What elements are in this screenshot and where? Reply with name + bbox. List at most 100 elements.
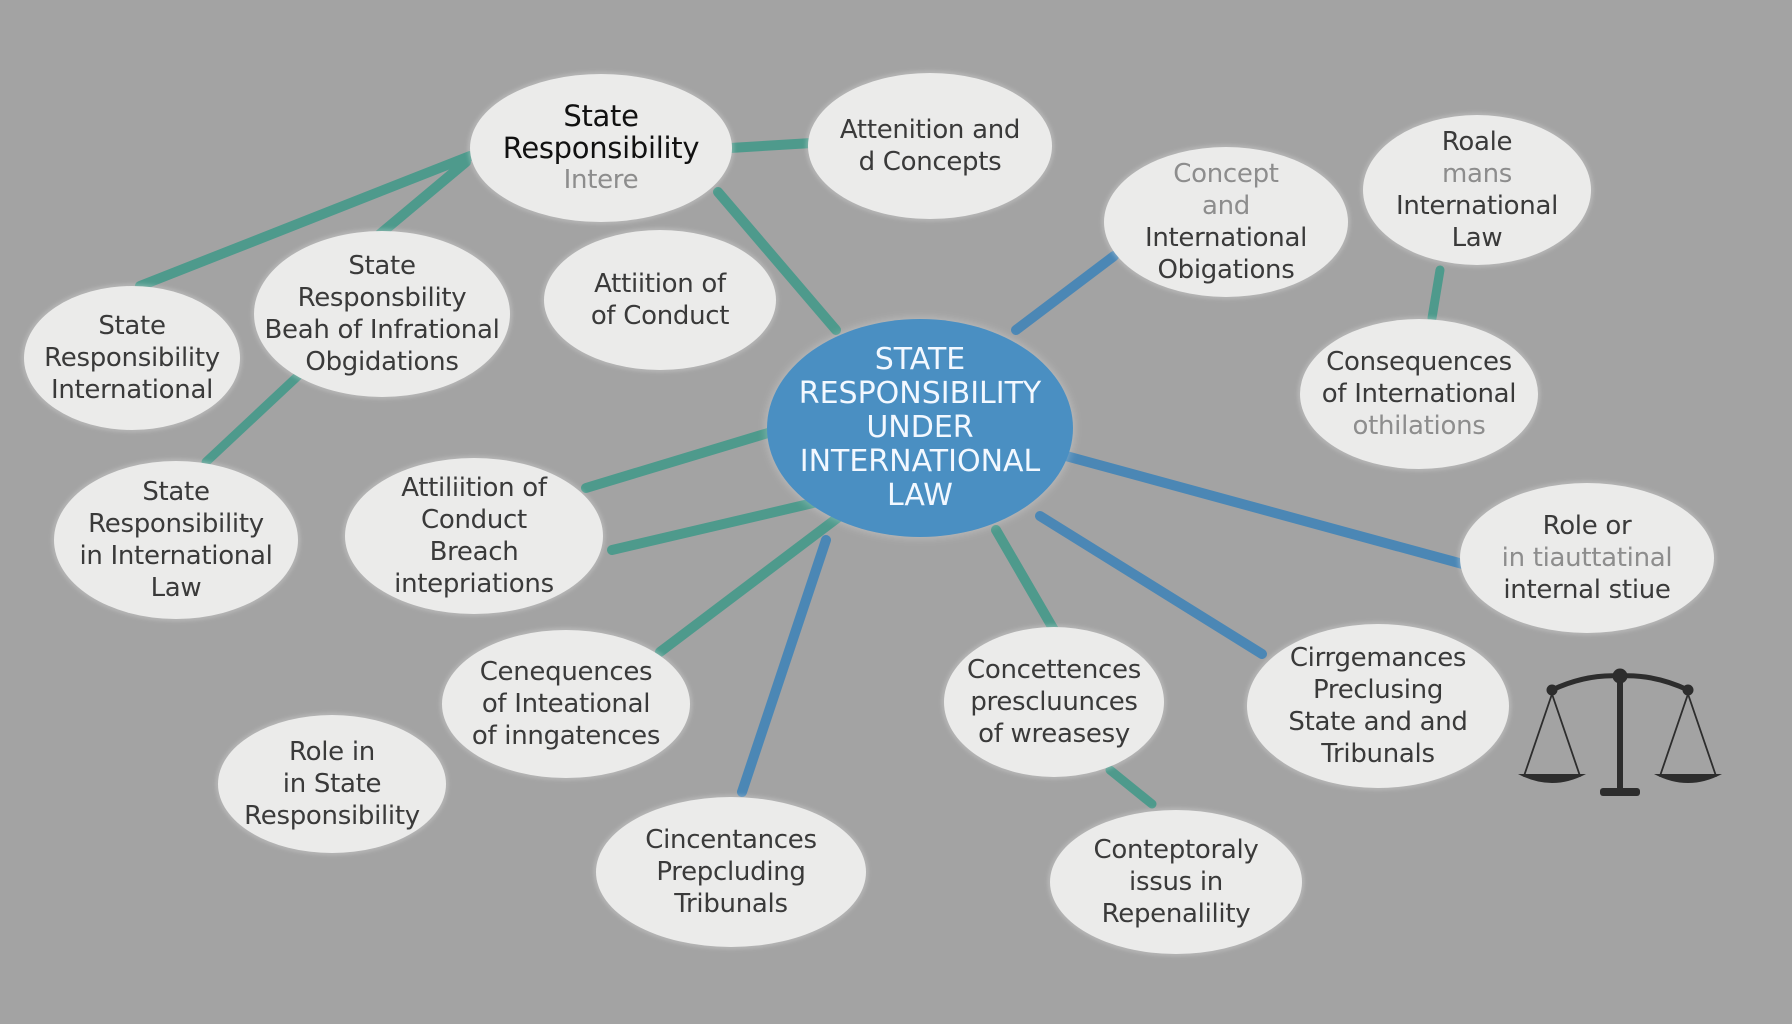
node-label-line: Concept	[1173, 159, 1279, 189]
node-label: Concettences prescluunces of wreasesy	[967, 654, 1141, 750]
node-role-or-internal[interactable]: Role or in tiauttatinal internal stiue	[1460, 483, 1714, 633]
node-label-line: International	[50, 375, 214, 405]
node-label-line: mans	[1441, 159, 1513, 189]
node-label-line: Intere	[563, 165, 639, 195]
node-label-line: Roale	[1441, 127, 1513, 157]
node-roale-mans-international-law[interactable]: Roale mans International Law	[1363, 115, 1591, 265]
node-label-line: State	[563, 99, 639, 133]
node-label-line: in International	[79, 541, 273, 571]
node-label: State Responsibility Intere	[502, 99, 700, 196]
node-label-line: in State	[282, 769, 382, 799]
node-label: Consequences of International othilation…	[1322, 346, 1517, 442]
node-label-line: State	[348, 251, 416, 281]
node-label: Attiliition of Conduct Breach intepriati…	[394, 472, 554, 600]
node-cirrgemances-preclusing[interactable]: Cirrgemances Preclusing State and and Tr…	[1247, 624, 1509, 788]
node-role-in-state-responsibility[interactable]: Role in in State Responsibility	[218, 715, 446, 853]
connector-line	[737, 535, 831, 797]
connector-line	[607, 495, 831, 555]
node-label-line: Law	[150, 573, 202, 603]
node-label-line: d Concepts	[858, 147, 1002, 177]
central-topic-node[interactable]: STATE RESPONSIBILITY UNDER INTERNATIONAL…	[767, 319, 1073, 537]
node-concept-international-obligations[interactable]: Concept and International Obigations	[1104, 147, 1348, 297]
connector-line	[725, 138, 817, 153]
node-label-line: Prepcluding	[656, 857, 806, 887]
node-label-line: Breach	[429, 537, 519, 567]
connector-line	[655, 511, 845, 657]
node-label-line: Role or	[1542, 511, 1632, 541]
node-label-line: issus in	[1129, 867, 1223, 897]
node-label-line: International	[1395, 191, 1559, 221]
node-label-line: Responsibility	[88, 509, 264, 539]
node-state-responsibility-breach[interactable]: State Responsbility Beah of Infrational …	[254, 231, 510, 397]
node-label: Concept and International Obigations	[1145, 158, 1307, 286]
node-cincentances-prepcluding-tribunals[interactable]: Cincentances Prepcluding Tribunals	[596, 797, 866, 947]
node-label: State Responsibility in International La…	[79, 476, 272, 604]
node-label-line: and	[1201, 191, 1250, 221]
node-label-line: Cenequences	[479, 657, 653, 687]
node-conteptoraly-issus[interactable]: Conteptoraly issus in Repenalility	[1050, 810, 1302, 954]
connector-line	[991, 525, 1059, 635]
connector-line	[1011, 251, 1119, 335]
node-cenequences-of-inteational[interactable]: Cenequences of Inteational of inngatence…	[442, 630, 690, 778]
node-label-line: Beah of Infrational	[264, 315, 500, 345]
node-label-line: of Inteational	[481, 689, 651, 719]
node-label-line: State and and	[1288, 707, 1468, 737]
node-label-line: Obigations	[1157, 255, 1295, 285]
connector-line	[713, 187, 841, 335]
node-label-line: Responsibility	[244, 801, 420, 831]
node-attenition-and-concepts[interactable]: Attenition and d Concepts	[808, 73, 1052, 219]
node-label-line: State	[98, 311, 166, 341]
node-attiliition-of-conduct-breach[interactable]: Attiliition of Conduct Breach intepriati…	[345, 458, 603, 614]
node-label-line: Tribunals	[1321, 739, 1435, 769]
node-label-line: Responsibility	[502, 131, 700, 165]
node-label-line: intepriations	[394, 569, 554, 599]
node-label-line: internal stiue	[1503, 575, 1671, 605]
node-label-line: of wreasesy	[978, 719, 1130, 749]
central-topic-label: STATE RESPONSIBILITY UNDER INTERNATIONAL…	[799, 343, 1042, 513]
connector-line	[1105, 765, 1157, 809]
node-label-line: in tiauttatinal	[1501, 543, 1673, 573]
node-state-responsibility-intere[interactable]: State Responsibility Intere	[470, 74, 732, 222]
node-label-line: Responsbility	[297, 283, 467, 313]
node-label-line: Obgidations	[305, 347, 459, 377]
node-label-line: of inngatences	[471, 721, 661, 751]
node-state-responsibility-international[interactable]: State Responsibility International	[24, 286, 240, 430]
node-label-line: Concettences	[967, 655, 1141, 685]
connector-line	[201, 369, 305, 467]
node-label: Cenequences of Inteational of inngatence…	[471, 656, 661, 752]
node-label-line: Consequences	[1326, 347, 1512, 377]
node-attiition-of-conduct[interactable]: Attiition of of Conduct	[544, 230, 776, 370]
central-topic-line: INTERNATIONAL	[799, 444, 1041, 479]
node-label: Conteptoraly issus in Repenalility	[1094, 834, 1259, 930]
node-label-line: Role in	[289, 737, 375, 767]
node-label-line: Law	[1451, 223, 1503, 253]
node-label-line: Attiliition of	[401, 473, 547, 503]
central-topic-line: UNDER	[866, 410, 974, 445]
node-label: Roale mans International Law	[1396, 126, 1558, 254]
node-concettences-prescluunces[interactable]: Concettences prescluunces of wreasesy	[944, 627, 1164, 777]
node-label: Role or in tiauttatinal internal stiue	[1502, 510, 1673, 606]
node-label-line: othilations	[1352, 411, 1486, 441]
connector-line	[1061, 451, 1475, 571]
balance-scales-icon	[1518, 668, 1722, 796]
connector-line	[1427, 265, 1445, 323]
node-label: State Responsibility International	[44, 310, 220, 406]
node-label-line: Tribunals	[674, 889, 788, 919]
node-label-line: prescluunces	[970, 687, 1138, 717]
connector-line	[375, 157, 471, 239]
connector-line	[1035, 511, 1267, 659]
central-topic-line: RESPONSIBILITY	[798, 376, 1042, 411]
node-label: Cirrgemances Preclusing State and and Tr…	[1288, 642, 1468, 770]
node-label: Attiition of of Conduct	[591, 268, 730, 332]
central-topic-line: LAW	[887, 478, 953, 513]
node-consequences-of-international[interactable]: Consequences of International othilation…	[1300, 319, 1538, 469]
node-state-responsibility-in-international-law[interactable]: State Responsibility in International La…	[54, 461, 298, 619]
node-label: Attenition and d Concepts	[839, 114, 1021, 178]
node-label-line: Attenition and	[839, 115, 1021, 145]
node-label-line: Preclusing	[1312, 675, 1444, 705]
node-label-line: Responsibility	[44, 343, 220, 373]
node-label-line: Repenalility	[1101, 899, 1251, 929]
node-label-line: Conduct	[421, 505, 527, 535]
